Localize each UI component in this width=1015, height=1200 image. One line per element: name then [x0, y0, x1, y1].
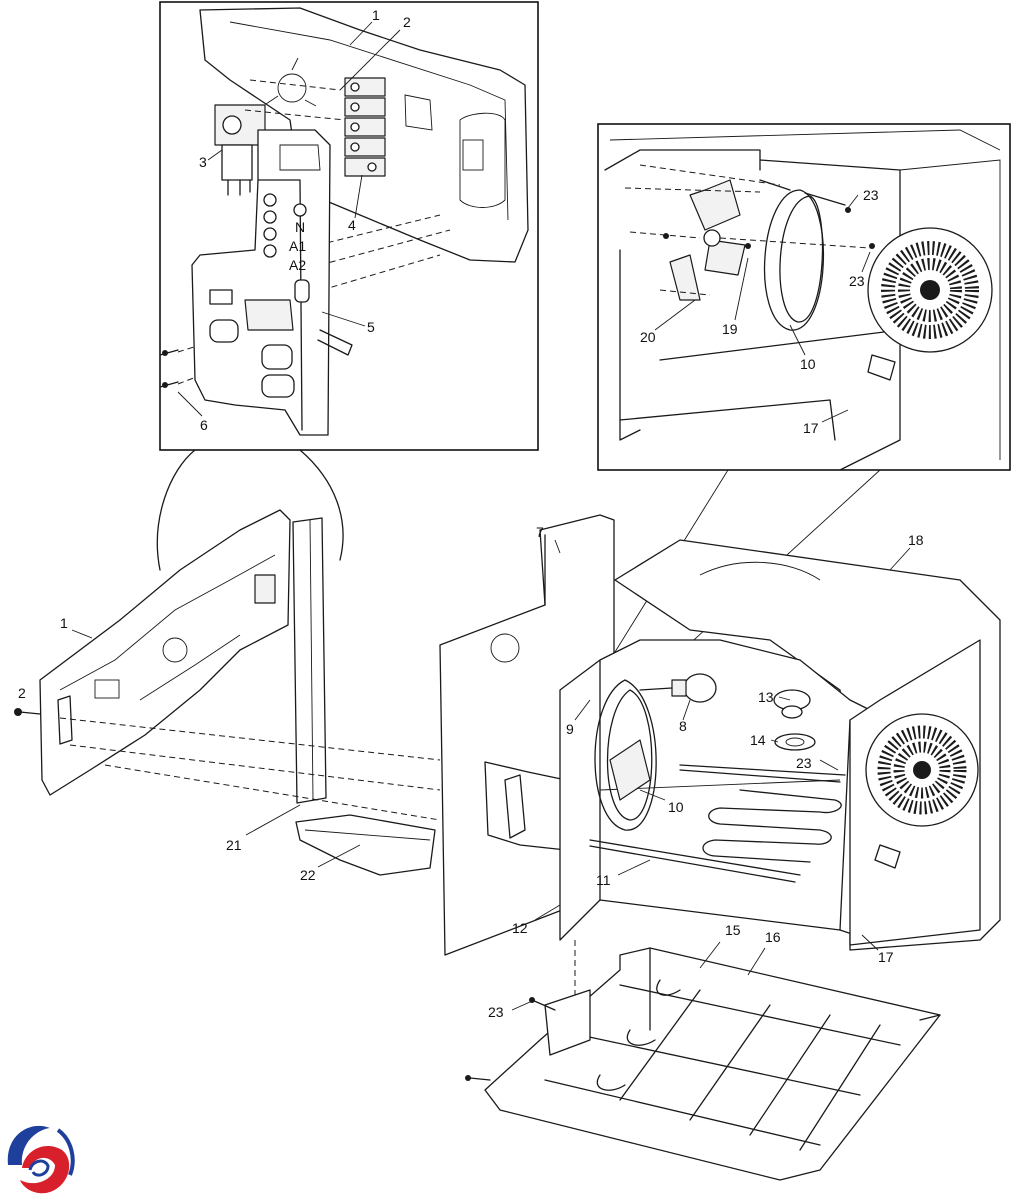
callout-11: 11 — [596, 872, 611, 888]
callout-23-main: 23 — [796, 755, 812, 771]
ring-heater-main — [594, 679, 657, 831]
detail-inset-fan-heater: 23 23 20 19 10 17 — [597, 123, 1011, 471]
main-callouts: 1 2 21 22 7 8 9 10 11 12 13 14 23 15 16 … — [18, 524, 924, 1020]
fan-blade — [669, 179, 746, 301]
terminal-block — [344, 77, 386, 177]
callout-5: 5 — [367, 319, 375, 335]
vertical-trim-strip — [292, 517, 327, 804]
oven-lamp — [639, 673, 717, 703]
callout-14: 14 — [750, 732, 766, 748]
callout-13: 13 — [758, 689, 774, 705]
gasket-14 — [774, 733, 816, 751]
callout-10-inset: 10 — [800, 356, 816, 372]
detail-inset-control-panel: N A1 A2 — [159, 1, 539, 451]
panel-mark-a2: A2 — [289, 257, 306, 273]
callout-18: 18 — [908, 532, 924, 548]
side-panel-with-grille — [849, 639, 981, 946]
callout-15: 15 — [725, 922, 741, 938]
callout-10: 10 — [668, 799, 684, 815]
panel-mark-a1: A1 — [289, 238, 306, 254]
callout-23-inset-top: 23 — [863, 187, 879, 203]
callout-8: 8 — [679, 718, 687, 734]
callout-23-inset-mid: 23 — [849, 273, 865, 289]
callout-23-bottom: 23 — [488, 1004, 504, 1020]
callout-7: 7 — [536, 524, 544, 540]
bottom-tray — [295, 814, 436, 876]
magnifier-connector — [156, 449, 344, 571]
callout-21: 21 — [226, 837, 242, 853]
callout-6: 6 — [200, 417, 208, 433]
callout-1-inset: 1 — [372, 7, 380, 23]
ring-heating-element — [759, 179, 846, 331]
oven-cavity — [559, 639, 881, 941]
callout-16: 16 — [765, 929, 781, 945]
brand-logo — [4, 1124, 76, 1196]
callout-3: 3 — [199, 154, 207, 170]
detail-inset-callouts: 1 2 3 4 5 6 — [177, 7, 411, 433]
callout-20: 20 — [640, 329, 656, 345]
callout-9: 9 — [566, 721, 574, 737]
callout-17-inset: 17 — [803, 420, 819, 436]
callout-19: 19 — [722, 321, 738, 337]
callout-22: 22 — [300, 867, 316, 883]
callout-4: 4 — [348, 217, 356, 233]
callout-1: 1 — [60, 615, 68, 631]
callout-12: 12 — [512, 920, 528, 936]
shelf-frame — [465, 947, 941, 1181]
grill-element — [589, 764, 846, 883]
callout-17: 17 — [878, 949, 894, 965]
side-bracket — [39, 509, 291, 796]
callout-2-inset: 2 — [403, 14, 411, 30]
panel-mark-n: N — [295, 219, 305, 235]
callout-2: 2 — [18, 685, 26, 701]
fan-grille-holes — [881, 241, 979, 339]
